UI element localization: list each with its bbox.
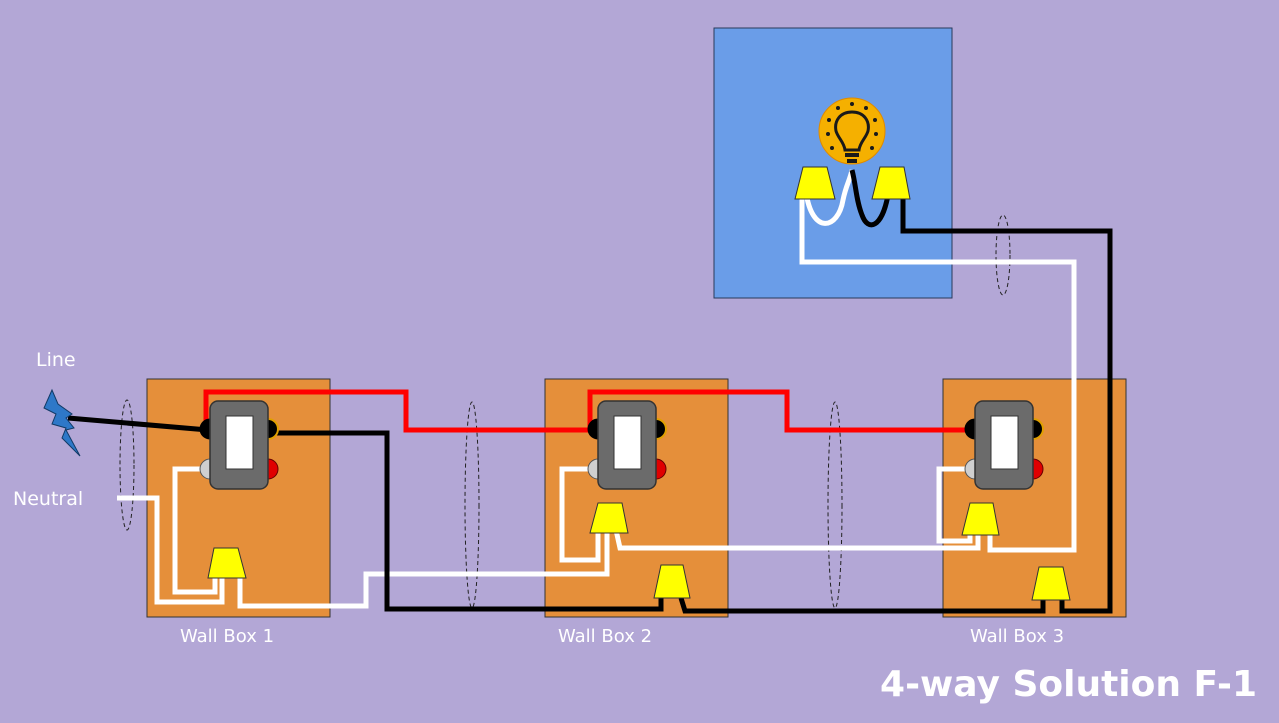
neutral-wire-1-to-2 bbox=[237, 530, 610, 609]
fixture-box bbox=[713, 27, 953, 299]
neutral-wire-2-to-3 bbox=[613, 529, 981, 551]
neutral-wire-feed bbox=[117, 495, 225, 605]
wire-nut-box3-neutral bbox=[961, 502, 1000, 536]
wall-box-2-label: Wall Box 2 bbox=[558, 626, 653, 647]
traveler-wire-b bbox=[587, 389, 968, 433]
fixture-white-lead bbox=[803, 169, 855, 226]
line-label: Line bbox=[36, 349, 76, 371]
lightbulb-icon bbox=[818, 97, 886, 165]
neutral-wire-ground-3 bbox=[936, 466, 973, 544]
line-hot-wire bbox=[67, 415, 209, 433]
neutral-wire-3-to-fixture bbox=[799, 199, 1077, 553]
hot-wire-3-to-fixture bbox=[900, 199, 1113, 614]
wire-nut-box2-neutral bbox=[589, 502, 629, 534]
neutral-label: Neutral bbox=[13, 488, 84, 510]
cable-marker-2 bbox=[464, 401, 480, 609]
wall-box-3 bbox=[942, 378, 1127, 618]
cable-marker-3 bbox=[827, 401, 843, 609]
lightning-bolt-icon bbox=[43, 388, 81, 457]
wire-nut-box2-hot bbox=[653, 564, 691, 599]
wall-box-3-label: Wall Box 3 bbox=[970, 626, 1065, 647]
switch-toggle bbox=[225, 415, 254, 470]
neutral-wire-ground-2 bbox=[559, 466, 601, 563]
hot-wire-2-to-3 bbox=[678, 597, 1046, 614]
switch-1 bbox=[199, 400, 279, 490]
switch-toggle bbox=[613, 415, 642, 470]
fixture-black-lead bbox=[849, 169, 891, 228]
wire-nut-fixture-left bbox=[794, 166, 836, 200]
switch-toggle bbox=[990, 415, 1019, 470]
switch-2 bbox=[587, 400, 667, 490]
hot-wire-1-to-2 bbox=[272, 430, 664, 612]
diagram-title: 4-way Solution F-1 bbox=[880, 664, 1257, 705]
cable-marker-1 bbox=[119, 399, 135, 531]
wire-nut-fixture-right bbox=[871, 166, 911, 200]
neutral-wire-ground-1 bbox=[172, 466, 218, 595]
cable-marker-4 bbox=[995, 214, 1011, 296]
wall-box-1-label: Wall Box 1 bbox=[180, 626, 275, 647]
switch-3 bbox=[964, 400, 1044, 490]
wire-nut-box1 bbox=[207, 547, 247, 579]
traveler-wire-a bbox=[203, 389, 593, 433]
wire-nut-box3-hot bbox=[1031, 566, 1071, 601]
